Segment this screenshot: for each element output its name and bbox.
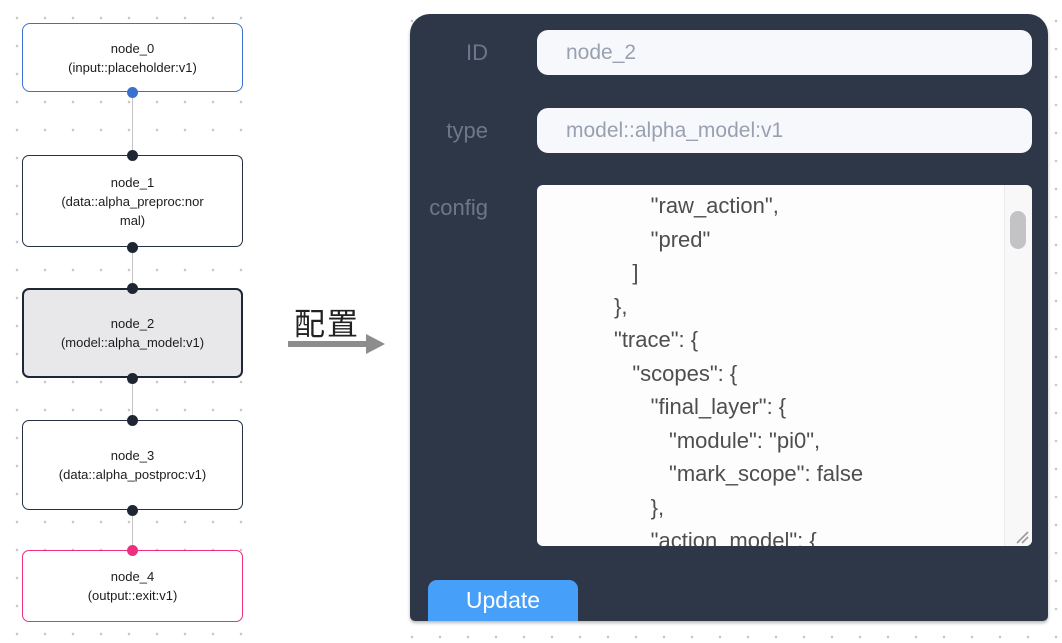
node2-output-handle[interactable]	[127, 372, 138, 384]
config-field-label: config	[429, 195, 488, 220]
flow-node-node_4[interactable]: node_4 (output::exit:v1)	[22, 550, 243, 622]
node3-input-handle[interactable]	[127, 414, 138, 426]
configure-annotation: 配置	[294, 307, 360, 342]
type-input[interactable]	[537, 108, 1032, 153]
node1-output-handle[interactable]	[127, 241, 138, 253]
edge-node2-node3	[131, 378, 133, 420]
node-type: (model::alpha_model:v1)	[60, 335, 205, 350]
flow-node-node_3[interactable]: node_3 (data::alpha_postproc:v1)	[22, 420, 243, 510]
right-arrow-icon	[288, 334, 385, 354]
type-field-label: type	[446, 118, 488, 143]
scrollbar-track[interactable]	[1004, 185, 1032, 546]
scrollbar-thumb[interactable]	[1010, 211, 1026, 249]
node1-input-handle[interactable]	[127, 149, 138, 161]
node-title: node_2	[110, 316, 155, 331]
node-title: node_1	[110, 174, 155, 190]
node3-output-handle[interactable]	[127, 504, 138, 516]
config-json-text[interactable]: "raw_action", "pred" ] }, "trace": { "sc…	[614, 193, 864, 546]
edge-node1-node2	[131, 247, 133, 288]
flow-node-node_0[interactable]: node_0 (input::placeholder:v1)	[22, 23, 243, 92]
update-button[interactable]: Update	[428, 580, 578, 621]
node-title: node_4	[110, 569, 155, 584]
node0-output-handle[interactable]	[127, 86, 138, 98]
node-type: (output::exit:v1)	[87, 588, 178, 603]
config-editor[interactable]: "raw_action", "pred" ] }, "trace": { "sc…	[537, 185, 1032, 546]
node-config-panel: ID type config "raw_action", "pred" ] },…	[410, 14, 1048, 621]
node-type: (input::placeholder:v1)	[68, 59, 197, 75]
edge-node0-node1	[131, 92, 133, 155]
node-type: (data::alpha_preproc:normal)	[61, 193, 204, 228]
node-title: node_0	[110, 40, 155, 56]
flow-node-node_2-selected[interactable]: node_2 (model::alpha_model:v1)	[22, 288, 243, 378]
node-type: (data::alpha_postproc:v1)	[58, 467, 207, 482]
edge-node3-node4	[131, 510, 133, 550]
node-title: node_3	[110, 448, 155, 463]
flow-node-node_1[interactable]: node_1 (data::alpha_preproc:normal)	[22, 155, 243, 247]
flow-canvas: node_0 (input::placeholder:v1) node_1 (d…	[0, 0, 265, 643]
node4-input-handle[interactable]	[127, 544, 138, 556]
id-field-label: ID	[466, 40, 488, 65]
resize-handle-icon[interactable]	[1013, 529, 1030, 544]
id-input[interactable]	[537, 30, 1032, 75]
node2-input-handle[interactable]	[127, 282, 138, 294]
